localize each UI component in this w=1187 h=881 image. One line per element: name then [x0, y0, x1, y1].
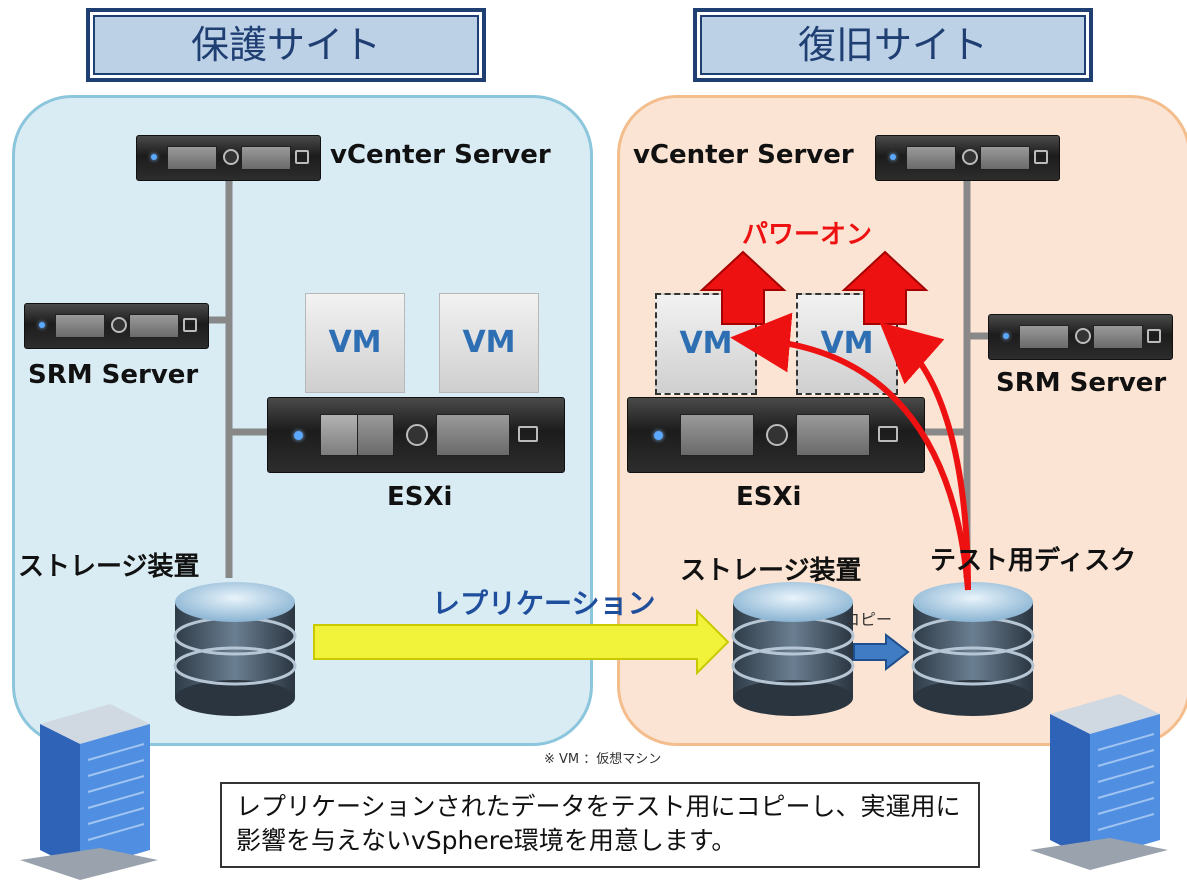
recovery-esxi-server-icon [627, 397, 925, 473]
recovery-srm-server-icon [988, 314, 1173, 360]
recovery-site-title: 復旧サイト [693, 8, 1093, 82]
protected-vm-2: VM [439, 293, 539, 393]
protected-srm-label: SRM Server [28, 360, 199, 390]
power-on-label: パワーオン [742, 220, 873, 250]
recovery-storage-icon [731, 582, 855, 716]
protected-srm-server-icon [24, 303, 209, 349]
protected-storage-icon [173, 582, 297, 716]
recovery-srm-label: SRM Server [996, 368, 1167, 398]
replication-arrow [313, 608, 730, 676]
protected-esxi-server-icon [267, 397, 565, 473]
protected-vcenter-server-icon [136, 135, 321, 181]
recovery-vcenter-server-icon [875, 135, 1060, 181]
recovery-storage-label: ストレージ装置 [680, 556, 862, 586]
protected-vcenter-label: vCenter Server [330, 140, 551, 170]
description-text: レプリケーションされたデータをテスト用にコピーし、実運用に影響を与えないvSph… [236, 792, 961, 855]
recovery-esxi-label: ESXi [736, 482, 802, 512]
test-disk-icon [911, 582, 1035, 716]
description-box: レプリケーションされたデータをテスト用にコピーし、実運用に影響を与えないvSph… [220, 782, 980, 868]
recovery-building-icon [1030, 694, 1168, 870]
copy-label: コピー [844, 610, 893, 629]
protected-storage-label: ストレージ装置 [18, 552, 200, 582]
protected-site-title: 保護サイト [86, 8, 486, 82]
copy-arrow [853, 632, 910, 672]
test-disk-label: テスト用ディスク [930, 546, 1137, 576]
vm-footnote: ※ VM ：仮想マシン [544, 752, 662, 767]
protected-building-icon [20, 704, 158, 880]
replication-label: レプリケーション [432, 587, 656, 620]
recovery-vcenter-label: vCenter Server [633, 140, 854, 170]
protected-vm-1: VM [305, 293, 405, 393]
protected-esxi-label: ESXi [387, 482, 453, 512]
